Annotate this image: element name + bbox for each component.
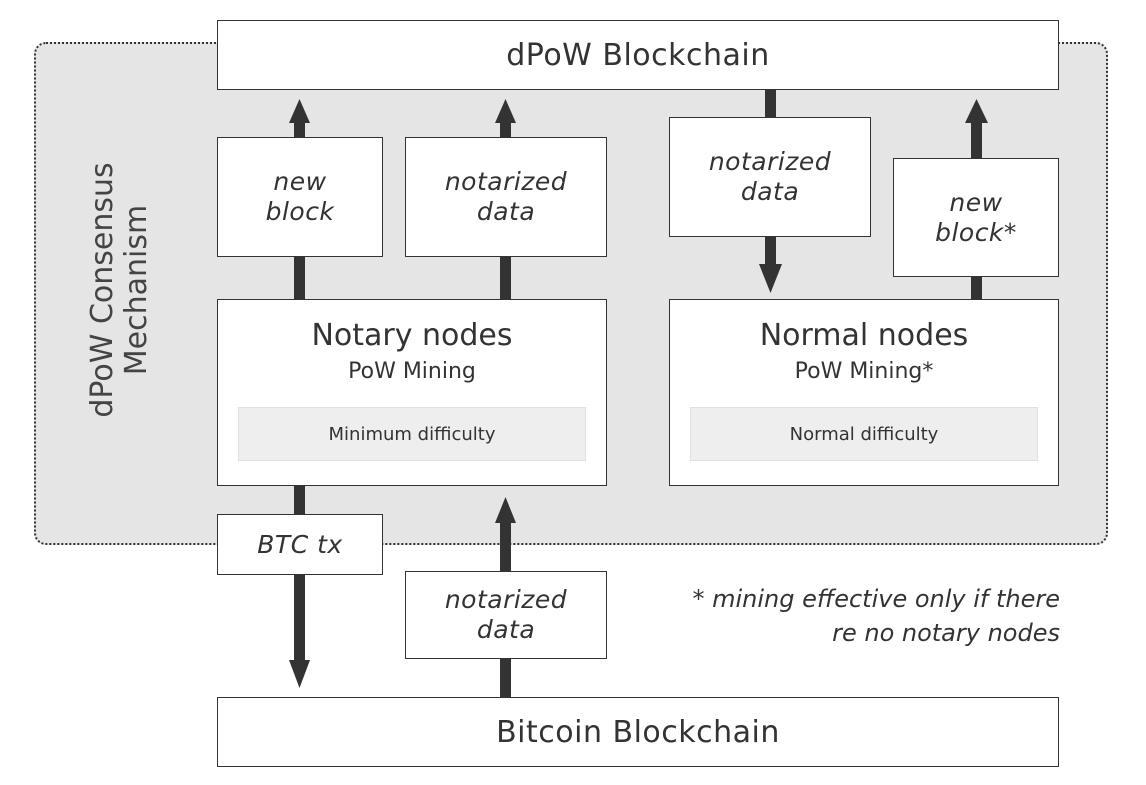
normal-nodes-subtitle: PoW Mining* (794, 359, 934, 384)
notarized-label-line1: notarized (708, 147, 832, 176)
notarized-label-line2: data (740, 177, 800, 206)
arrow-head-down (289, 660, 310, 688)
notary-nodes-subtitle: PoW Mining (348, 359, 476, 384)
dpow-blockchain-box: dPoW Blockchain (217, 20, 1059, 90)
new-block-label-line1: new (273, 167, 327, 196)
new-block-label-line2: block (265, 197, 335, 226)
arrow-head-up (495, 99, 516, 123)
normal-nodes-box: Normal nodes PoW Mining* Normal difficul… (669, 299, 1059, 486)
arrow-shaft (294, 485, 305, 665)
new-block-star-label-line2: block* (935, 217, 1017, 247)
bitcoin-blockchain-box: Bitcoin Blockchain (217, 697, 1059, 767)
normal-nodes-title: Normal nodes (759, 318, 969, 353)
btc-tx-box: BTC tx (217, 514, 383, 575)
new-block-box: new block (217, 137, 383, 257)
notarized-label-line2: data (476, 615, 536, 644)
new-block-star-label-line1: new (949, 187, 1003, 217)
notarized-label-line2: data (476, 197, 536, 226)
notarized-data-box-notary-out: notarized data (405, 137, 607, 257)
notarized-label-line1: notarized (444, 167, 568, 196)
notarized-data-box-bitcoin-out: notarized data (405, 571, 607, 659)
footnote-line1: * mining effective only if there (692, 585, 1060, 613)
normal-difficulty: Normal difficulty (690, 407, 1038, 461)
dpow-blockchain-label: dPoW Blockchain (506, 37, 770, 73)
footnote-line2: re no notary nodes (832, 619, 1060, 647)
notary-difficulty: Minimum difficulty (238, 407, 586, 461)
notary-nodes-title: Notary nodes (311, 318, 513, 353)
arrow-head-up (495, 497, 516, 523)
arrow-head-down (759, 264, 782, 293)
footnote: * mining effective only if there re no n… (692, 582, 1060, 650)
notarized-data-box-normal-in: notarized data (669, 117, 871, 237)
notary-nodes-box: Notary nodes PoW Mining Minimum difficul… (217, 299, 607, 486)
arrow-head-up (289, 99, 310, 123)
arrow-head-up (965, 99, 988, 123)
new-block-star-box: new block* (893, 158, 1059, 277)
notarized-label-line1: notarized (444, 585, 568, 614)
btc-tx-label: BTC tx (257, 529, 343, 559)
bitcoin-blockchain-label: Bitcoin Blockchain (496, 714, 780, 750)
